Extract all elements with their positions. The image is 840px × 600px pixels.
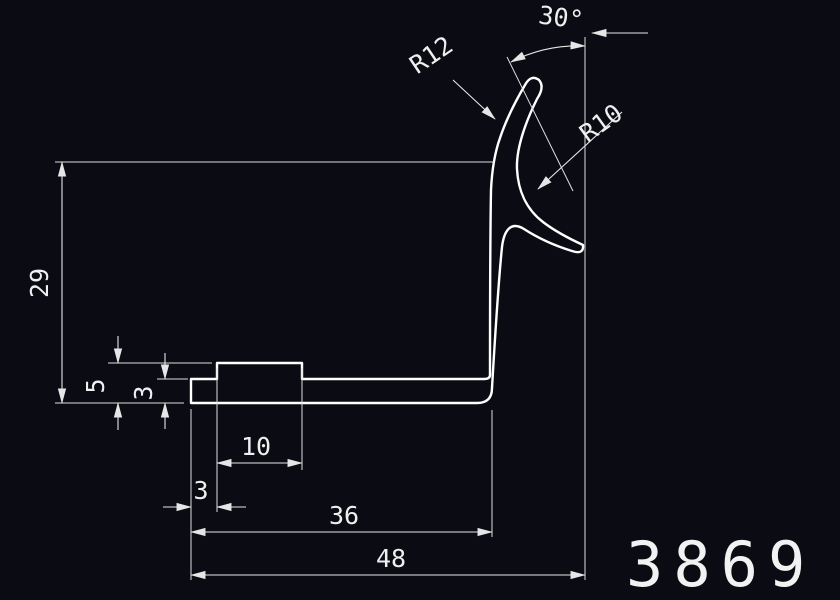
dim-text-r10: R10	[574, 98, 628, 148]
dim-text-30deg: 30°	[537, 0, 585, 34]
dim-radius-r12: R12	[404, 30, 496, 120]
angle-ray-slanted	[506, 56, 574, 192]
dim-text-3-vertical: 3	[129, 385, 158, 400]
profile-outline	[189, 76, 585, 405]
dim-base-thickness-3: 3	[129, 353, 188, 429]
dim-step-width-10: 10	[216, 368, 303, 512]
dim-text-10: 10	[241, 432, 271, 461]
dim-text-r12: R12	[404, 30, 458, 79]
dim-inner-width-36: 36	[190, 410, 493, 537]
dim-text-36: 36	[329, 501, 359, 530]
angle-arc	[510, 41, 586, 63]
dim-angle-30: 30°	[506, 0, 648, 192]
dim-text-3-horizontal: 3	[193, 476, 208, 505]
leader-line	[452, 79, 496, 120]
dim-height-29: 29	[25, 161, 494, 404]
part-number: 3869	[626, 528, 815, 600]
dim-overall-width-48: 48	[190, 37, 586, 580]
leader-line	[537, 111, 623, 190]
dim-step-height-5: 5	[81, 336, 212, 430]
dim-text-48: 48	[376, 544, 406, 573]
dim-left-offset-3: 3	[163, 409, 246, 580]
dim-radius-r10: R10	[537, 98, 628, 190]
dim-text-5: 5	[81, 378, 110, 393]
dim-text-29: 29	[25, 268, 54, 298]
